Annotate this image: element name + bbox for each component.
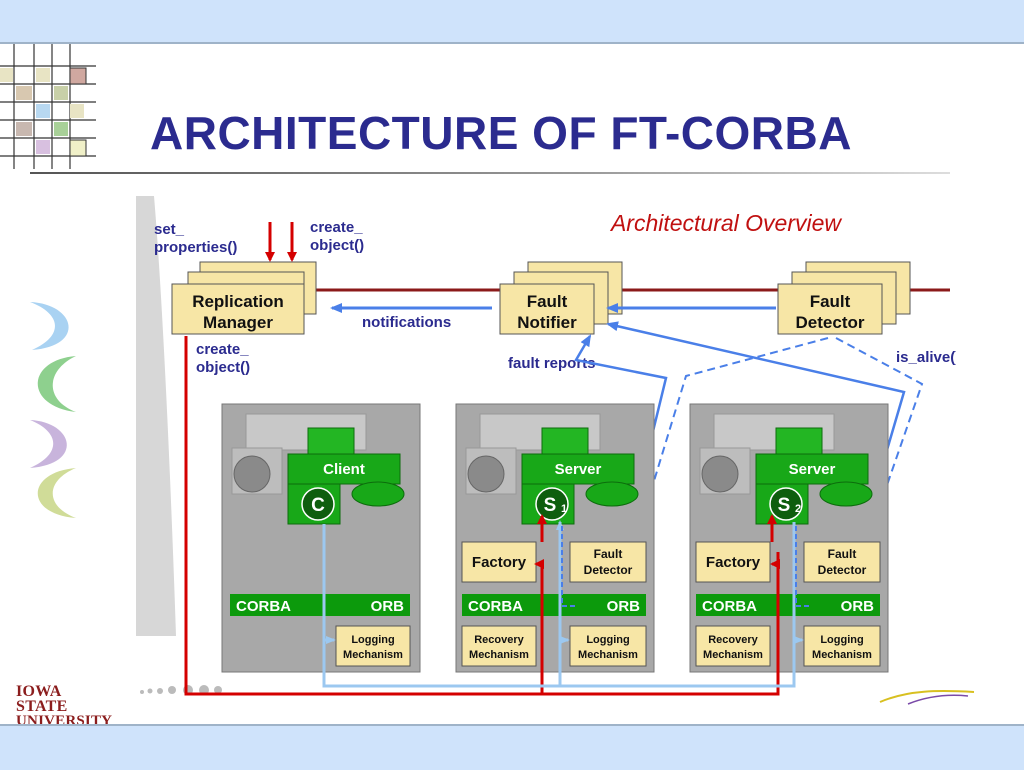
replication-manager-line1: Replication <box>192 292 284 311</box>
replication-manager-line2: Manager <box>203 313 273 332</box>
server1-orb-label: ORB <box>607 598 641 615</box>
server2-logging-line2: Mechanism <box>812 649 872 661</box>
diagram-heading: Architectural Overview <box>609 210 842 236</box>
server1-label: Server <box>555 461 602 478</box>
fault-notifier: Fault Notifier <box>499 261 623 335</box>
fault-notifier-line1: Fault <box>527 292 568 311</box>
notifications-label: notifications <box>362 314 451 331</box>
server1-badge-sub: 1 <box>561 503 567 515</box>
server1-recovery-line1: Recovery <box>474 634 524 646</box>
server2-detector-line1: Fault <box>828 547 857 561</box>
fault-detector-top-line2: Detector <box>796 313 865 332</box>
server2-logging-line1: Logging <box>820 634 863 646</box>
client-orb-label: ORB <box>371 598 405 615</box>
factory-arrow-1 <box>534 559 544 694</box>
server1-recovery-line2: Mechanism <box>469 649 529 661</box>
host-client: Client C CORBA ORB Logging Mechanism <box>221 403 421 673</box>
fault-detector-top: Fault Detector <box>777 261 911 335</box>
server2-recovery-line2: Mechanism <box>703 649 763 661</box>
replication-manager: Replication Manager <box>171 261 317 335</box>
set-properties-label-2: properties() <box>154 239 237 256</box>
create-object-left-label-2: object() <box>196 359 250 376</box>
server1-detector-dash <box>561 526 576 607</box>
server2-factory: Factory <box>706 554 761 571</box>
client-label: Client <box>323 461 365 478</box>
server2-label: Server <box>789 461 836 478</box>
crescent-decoration <box>30 302 76 518</box>
slide-title: ARCHITECTURE OF FT-CORBA <box>150 107 852 159</box>
fault-reports-label: fault reports <box>508 355 596 372</box>
server2-corba-label: CORBA <box>702 598 757 615</box>
is-alive-label: is_alive() <box>896 349 956 366</box>
create-object-top-label-1: create_ <box>310 219 363 236</box>
create-object-left-label-1: create_ <box>196 341 249 358</box>
host-server-2: Server S 2 Factory Fault Detector CORBA … <box>689 403 889 673</box>
swoosh-decoration <box>879 690 975 705</box>
title-rule <box>30 172 950 174</box>
host-server-1: Server S 1 Factory Fault Detector CORBA … <box>455 403 655 673</box>
server1-logging-line2: Mechanism <box>578 649 638 661</box>
factory-arrow-2 <box>770 559 780 694</box>
server2-badge: S <box>778 495 791 516</box>
client-logging-line1: Logging <box>351 634 394 646</box>
grid-decoration <box>0 44 96 169</box>
bottom-band <box>0 724 1024 770</box>
client-corba-label: CORBA <box>236 598 291 615</box>
ft-corba-diagram: Architectural Overview Replication Manag… <box>136 196 956 696</box>
server2-detector-line2: Detector <box>818 563 867 577</box>
set-properties-label-1: set_ <box>154 221 185 238</box>
left-gradient-band <box>136 196 176 636</box>
top-band <box>0 0 1024 44</box>
server2-badge-sub: 2 <box>795 503 801 515</box>
university-logo: IOWA STATE UNIVERSITY <box>16 684 116 729</box>
server1-badge: S <box>544 495 557 516</box>
server1-detector-line1: Fault <box>594 547 623 561</box>
client-badge: C <box>311 495 325 516</box>
is-alive-arrow-2 <box>835 337 924 542</box>
server2-orb-label: ORB <box>841 598 875 615</box>
server1-factory: Factory <box>472 554 527 571</box>
server1-logging-line1: Logging <box>586 634 629 646</box>
client-logging-line2: Mechanism <box>343 649 403 661</box>
logo-line-1: IOWA STATE <box>16 683 68 715</box>
server2-detector-dash <box>795 526 810 607</box>
server1-corba-label: CORBA <box>468 598 523 615</box>
server2-recovery-line1: Recovery <box>708 634 758 646</box>
server1-detector-line2: Detector <box>584 563 633 577</box>
fault-notifier-line2: Notifier <box>517 313 577 332</box>
create-object-top-label-2: object() <box>310 237 364 254</box>
fault-detector-top-line1: Fault <box>810 292 851 311</box>
